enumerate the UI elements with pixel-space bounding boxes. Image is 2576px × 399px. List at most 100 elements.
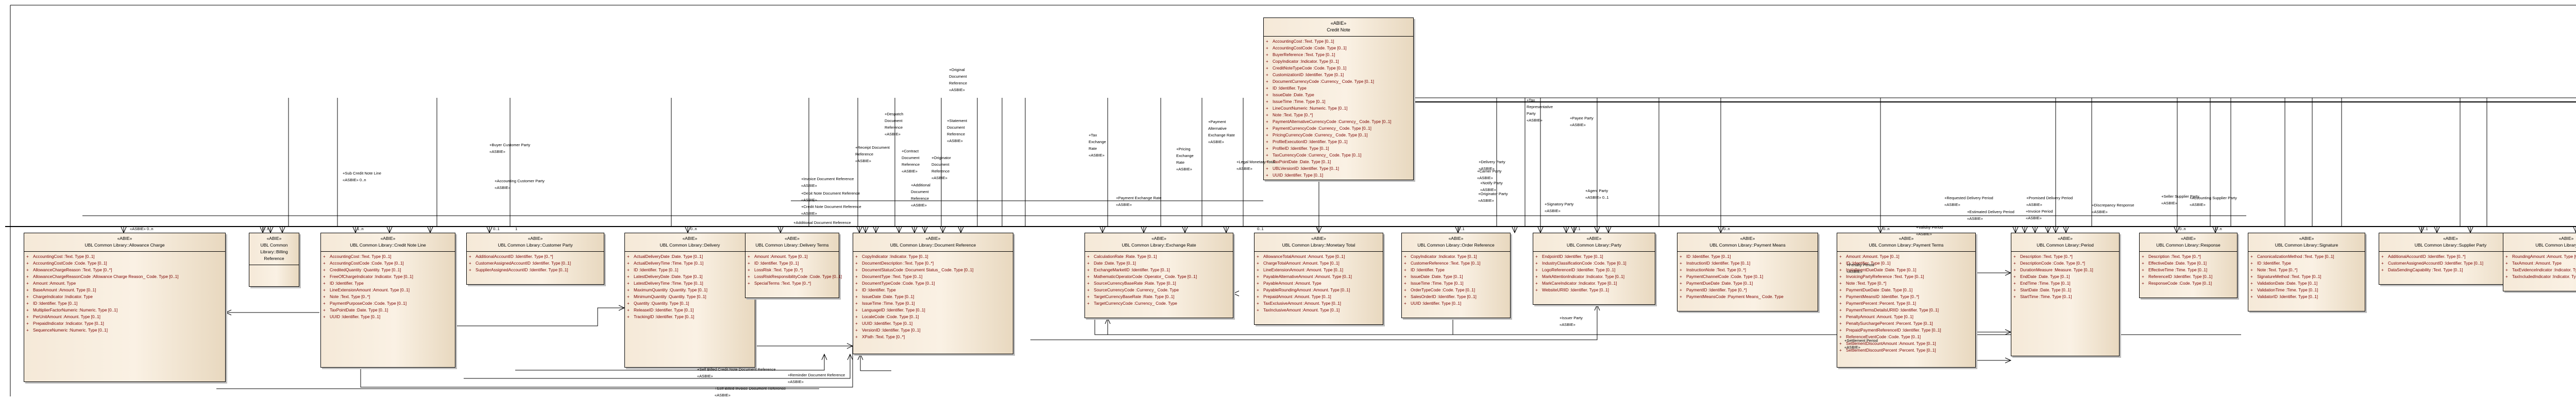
public-visibility-icon: + <box>2250 254 2253 259</box>
attribute-text: TaxEvidenceIndicator :Indicator. Type [0… <box>2512 268 2576 272</box>
public-visibility-icon: + <box>1087 274 1090 279</box>
role-label: +Tax Representative Party «ASBIE» <box>1527 98 1553 123</box>
attribute-row: +Note :Text. Type [0..*] <box>1266 112 1411 118</box>
attribute-row: +Amount :Amount. Type [0..1] <box>1839 253 1973 260</box>
uml-class-period[interactable]: «ABIE»UBL Common Library::Period+Descrip… <box>2011 233 2120 356</box>
public-visibility-icon: + <box>1257 294 1259 299</box>
public-visibility-icon: + <box>26 274 29 279</box>
public-visibility-icon: + <box>26 315 29 319</box>
attribute-text: PaymentDueDate :Date. Type [0..1] <box>1686 281 1753 286</box>
attribute-row: +Description :Text. Type [0..*] <box>2013 253 2117 260</box>
public-visibility-icon: + <box>1257 268 1259 272</box>
attribute-row: +CustomerAssignedAccountID :Identifier. … <box>469 260 602 267</box>
association-line <box>455 307 624 326</box>
class-attributes: +Description :Text. Type [0..*]+Effectiv… <box>2140 252 2237 288</box>
public-visibility-icon: + <box>2250 268 2253 272</box>
attribute-row: +Date :Date. Type [0..1] <box>1087 260 1231 267</box>
uml-class-payment-means[interactable]: «ABIE»UBL Common Library::Payment Means+… <box>1677 233 1818 311</box>
uml-class-party[interactable]: «ABIE»UBL Common Library::Party+Endpoint… <box>1533 233 1655 305</box>
uml-class-signature[interactable]: «ABIE»UBL Common Library::Signature+Cano… <box>2248 233 2365 311</box>
attribute-row: +LocaleCode :Code. Type [0..1] <box>855 314 1011 320</box>
class-attributes: +ActualDeliveryDate :Date. Type [0..1]+A… <box>625 252 755 322</box>
attribute-text: LossRiskResponsibilityCode :Code. Type [… <box>754 274 842 279</box>
attribute-text: LatestDeliveryTime :Time. Type [0..1] <box>634 281 703 286</box>
role-label: +Settlement Period «ASBIE» <box>1844 338 1878 350</box>
public-visibility-icon: + <box>1404 254 1406 259</box>
attribute-row: +LatestDeliveryTime :Time. Type [0..1] <box>627 280 753 287</box>
class-name: UBL Common Library::Delivery <box>659 242 720 248</box>
uml-class-monetary-total[interactable]: «ABIE»UBL Common Library::Monetary Total… <box>1254 233 1383 325</box>
uml-class-customer-party[interactable]: «ABIE»UBL Common Library::Customer Party… <box>466 233 604 285</box>
public-visibility-icon: + <box>1266 153 1268 158</box>
attribute-text: StartDate :Date. Type [0..1] <box>2020 288 2072 292</box>
uml-class-credit-note-line[interactable]: «ABIE»UBL Common Library::Credit Note Li… <box>320 233 455 368</box>
public-visibility-icon: + <box>855 321 858 326</box>
attribute-row: +PaymentTermsDetailsURIID :Identifier. T… <box>1839 307 1973 314</box>
uml-class-delivery-terms[interactable]: «ABIE»UBL Common Library::Delivery Terms… <box>745 233 842 298</box>
attribute-row: +Note :Text. Type [0..*] <box>323 293 453 300</box>
navigable-arrowhead-icon <box>225 309 232 316</box>
attribute-row: +CanonicalizationMethod :Text. Type [0..… <box>2250 253 2363 260</box>
public-visibility-icon: + <box>748 268 750 272</box>
attribute-row: +MinimumQuantity :Quantity. Type [0..1] <box>627 293 753 300</box>
attribute-text: TaxCurrencyCode :Currency_ Code. Type [0… <box>1273 153 1362 158</box>
uml-class-document-reference[interactable]: «ABIE»UBL Common Library::Document Refer… <box>853 233 1013 354</box>
attribute-row: +ID :Identifier. Type <box>1404 267 1508 273</box>
uml-class-billing-reference[interactable]: «ABIE»UBL Common Library::Billing Refere… <box>249 233 299 287</box>
uml-class-response[interactable]: «ABIE»UBL Common Library::Response+Descr… <box>2139 233 2238 298</box>
class-header: «ABIE»UBL Common Library::Allowance Char… <box>24 233 225 252</box>
attribute-text: Amount :Amount. Type <box>33 281 76 286</box>
uml-class-credit-note[interactable]: «ABIE»Credit Note+AccountingCost :Text. … <box>1263 18 1414 180</box>
class-attributes: +Amount :Amount. Type [0..1]+ID :Identif… <box>745 252 842 288</box>
class-stereotype: «ABIE» <box>266 236 282 241</box>
attribute-text: VersionID :Identifier. Type [0..1] <box>862 328 921 333</box>
attribute-text: EffectiveTime :Time. Type [0..1] <box>2148 268 2208 272</box>
class-header: «ABIE»UBL Common Library::Document Refer… <box>853 233 1013 252</box>
attribute-text: AccountingCost :Text. Type [0..1] <box>33 254 95 259</box>
uml-class-tax-total[interactable]: «ABIE»UBL Common Library::Tax Total+Roun… <box>2503 233 2576 291</box>
association-line <box>360 346 853 388</box>
public-visibility-icon: + <box>26 328 29 333</box>
attribute-text: LineExtensionAmount :Amount. Type [0..1] <box>330 288 410 292</box>
public-visibility-icon: + <box>627 308 630 313</box>
attribute-row: +ProfileExecutionID :Identifier. Type [0… <box>1266 138 1411 145</box>
uml-class-delivery[interactable]: «ABIE»UBL Common Library::Delivery+Actua… <box>624 233 755 368</box>
attribute-text: PrepaidAmount :Amount. Type [0..1] <box>1263 294 1331 299</box>
attribute-text: TargetCurrencyCode :Currency_ Code. Type <box>1094 301 1177 306</box>
attribute-row: +PaymentDueDate :Date. Type [0..1] <box>1839 287 1973 293</box>
attribute-text: ActualDeliveryDate :Date. Type [0..1] <box>634 254 703 259</box>
attribute-text: PenaltyAmount :Amount. Type [0..1] <box>1846 315 1913 319</box>
attribute-text: PenaltySurchargePercent :Percent. Type [… <box>1846 321 1933 326</box>
attribute-text: MarkAttentionIndicator :Indicator. Type … <box>1542 274 1625 279</box>
class-name: UBL Common Library::Period <box>2037 242 2094 248</box>
attribute-row: +CopyIndicator :Indicator. Type [0..1] <box>1266 58 1411 65</box>
attribute-text: DurationMeasure :Measure. Type [0..1] <box>2020 268 2093 272</box>
attribute-row: +PayableAlternativeAmount :Amount. Type … <box>1257 273 1381 280</box>
uml-class-payment-terms[interactable]: «ABIE»UBL Common Library::Payment Terms+… <box>1837 233 1976 368</box>
attribute-text: PrepaidIndicator :Indicator. Type [0..1] <box>33 321 104 326</box>
class-name: UBL Common Library::Customer Party <box>498 242 573 248</box>
navigable-arrowhead-icon <box>1594 304 1600 311</box>
attribute-text: AdditionalAccountID :Identifier. Type [0… <box>476 254 553 259</box>
attribute-text: SequenceNumeric :Numeric. Type [0..1] <box>33 328 108 333</box>
uml-class-allowance-charge[interactable]: «ABIE»UBL Common Library::Allowance Char… <box>24 233 226 382</box>
attribute-row: +WebsiteURIID :Identifier. Type [0..1] <box>1535 287 1653 293</box>
attribute-text: PayableAlternativeAmount :Amount. Type [… <box>1263 274 1352 279</box>
attribute-row: +SourceCurrencyBaseRate :Rate. Type [0..… <box>1087 280 1231 287</box>
attribute-text: EndpointID :Identifier. Type [0..1] <box>1542 254 1603 259</box>
uml-class-order-reference[interactable]: «ABIE»UBL Common Library::Order Referenc… <box>1401 233 1511 318</box>
attribute-row: +ID :Identifier. Type <box>1266 85 1411 92</box>
uml-class-exchange-rate[interactable]: «ABIE»UBL Common Library::Exchange Rate+… <box>1084 233 1233 318</box>
attribute-text: IssueTime :Time. Type [0..1] <box>862 301 915 306</box>
role-label: +Agent Party «ASBIE» 0..1 <box>1585 188 1609 200</box>
role-label: +Originator Party «ASBIE» <box>1478 192 1508 203</box>
attribute-text: AdditionalAccountID :Identifier. Type [0… <box>2388 254 2466 259</box>
public-visibility-icon: + <box>855 328 858 333</box>
attribute-text: CustomerAssignedAccountID :Identifier. T… <box>2388 261 2484 266</box>
uml-class-supplier-party[interactable]: «ABIE»UBL Common Library::Supplier Party… <box>2379 233 2522 285</box>
public-visibility-icon: + <box>1266 99 1268 104</box>
public-visibility-icon: + <box>323 301 326 306</box>
attribute-row: + VersionID :Identifier. Type [0..1] <box>855 327 1011 334</box>
attribute-text: PayableRoundingAmount :Amount. Type [0..… <box>1263 288 1350 292</box>
